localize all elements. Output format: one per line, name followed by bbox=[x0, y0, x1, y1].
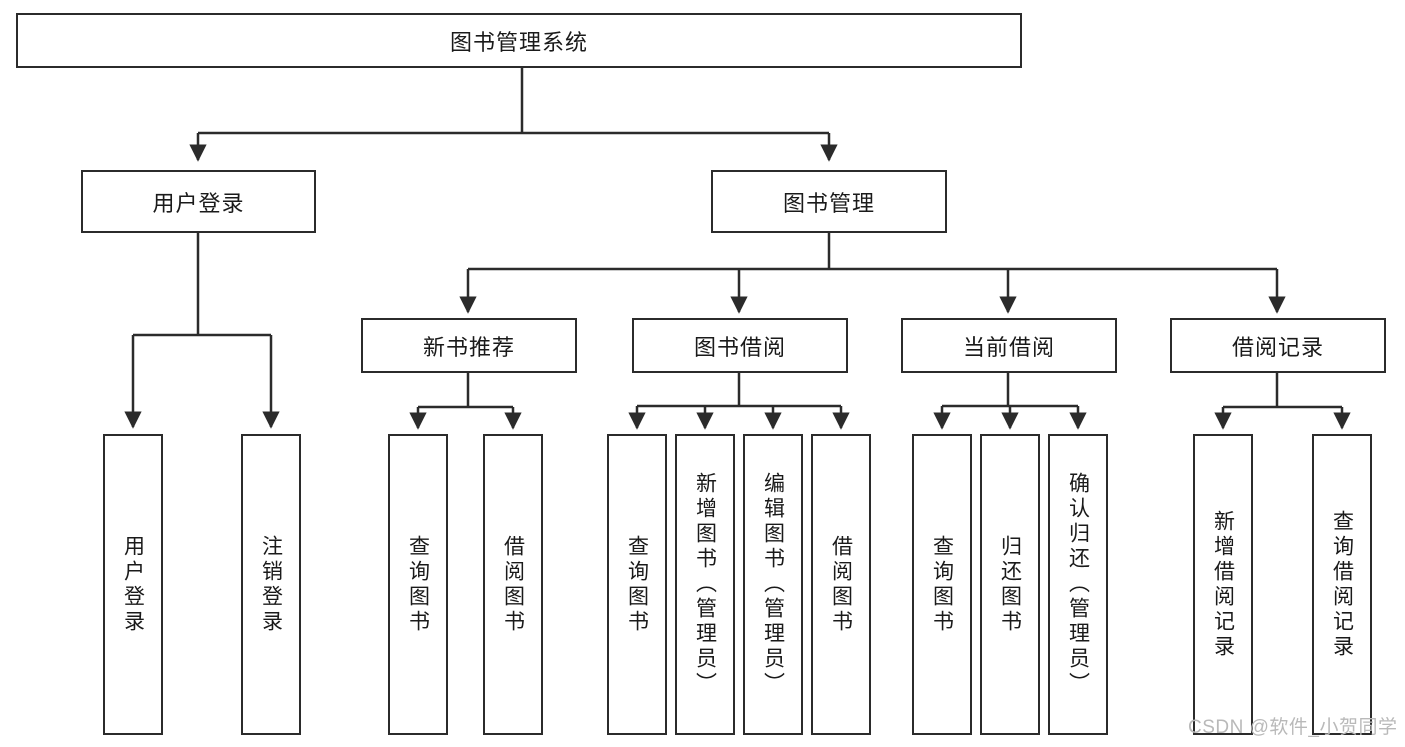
node-label: 当前借阅 bbox=[962, 334, 1055, 360]
node-label: 用户登录 bbox=[121, 534, 145, 635]
leaf-borrow-query-book[interactable]: 查询图书 bbox=[607, 434, 667, 735]
node-label: 用户登录 bbox=[152, 190, 245, 216]
node-label: 图书借阅 bbox=[693, 334, 786, 360]
node-label: 编辑图书（管理员） bbox=[761, 472, 785, 697]
node-user-login[interactable]: 用户登录 bbox=[81, 170, 316, 233]
node-label: 查询图书 bbox=[930, 534, 954, 635]
leaf-borrow-borrow-book[interactable]: 借阅图书 bbox=[811, 434, 871, 735]
leaf-borrow-add-book[interactable]: 新增图书（管理员） bbox=[675, 434, 735, 735]
node-label: 图书管理系统 bbox=[449, 29, 588, 55]
node-label: 注销登录 bbox=[259, 534, 283, 635]
csdn-watermark: CSDN @软件_小贺同学 bbox=[1188, 717, 1398, 738]
node-label: 新书推荐 bbox=[422, 334, 515, 360]
node-book-management[interactable]: 图书管理 bbox=[711, 170, 947, 233]
node-borrow-record[interactable]: 借阅记录 bbox=[1170, 318, 1386, 373]
leaf-user-login-logout[interactable]: 注销登录 bbox=[241, 434, 301, 735]
node-label: 借阅图书 bbox=[501, 534, 525, 635]
node-label: 借阅图书 bbox=[829, 534, 853, 635]
leaf-borrow-edit-book[interactable]: 编辑图书（管理员） bbox=[743, 434, 803, 735]
node-label: 查询借阅记录 bbox=[1330, 509, 1354, 660]
leaf-record-add-record[interactable]: 新增借阅记录 bbox=[1193, 434, 1253, 735]
node-label: 确认归还（管理员） bbox=[1066, 472, 1090, 697]
leaf-current-return-book[interactable]: 归还图书 bbox=[980, 434, 1040, 735]
node-label: 新增借阅记录 bbox=[1211, 509, 1235, 660]
leaf-record-query-record[interactable]: 查询借阅记录 bbox=[1312, 434, 1372, 735]
leaf-recommend-borrow-book[interactable]: 借阅图书 bbox=[483, 434, 543, 735]
node-current-borrow[interactable]: 当前借阅 bbox=[901, 318, 1117, 373]
node-label: 查询图书 bbox=[625, 534, 649, 635]
node-root-system[interactable]: 图书管理系统 bbox=[16, 13, 1022, 68]
node-label: 新增图书（管理员） bbox=[693, 472, 717, 697]
leaf-current-confirm-return[interactable]: 确认归还（管理员） bbox=[1048, 434, 1108, 735]
node-label: 查询图书 bbox=[406, 534, 430, 635]
leaf-recommend-query-book[interactable]: 查询图书 bbox=[388, 434, 448, 735]
node-label: 归还图书 bbox=[998, 534, 1022, 635]
node-label: 图书管理 bbox=[782, 190, 875, 216]
node-book-borrow[interactable]: 图书借阅 bbox=[632, 318, 848, 373]
leaf-user-login-login[interactable]: 用户登录 bbox=[103, 434, 163, 735]
node-label: 借阅记录 bbox=[1231, 334, 1324, 360]
node-new-book-recommend[interactable]: 新书推荐 bbox=[361, 318, 577, 373]
leaf-current-query-book[interactable]: 查询图书 bbox=[912, 434, 972, 735]
